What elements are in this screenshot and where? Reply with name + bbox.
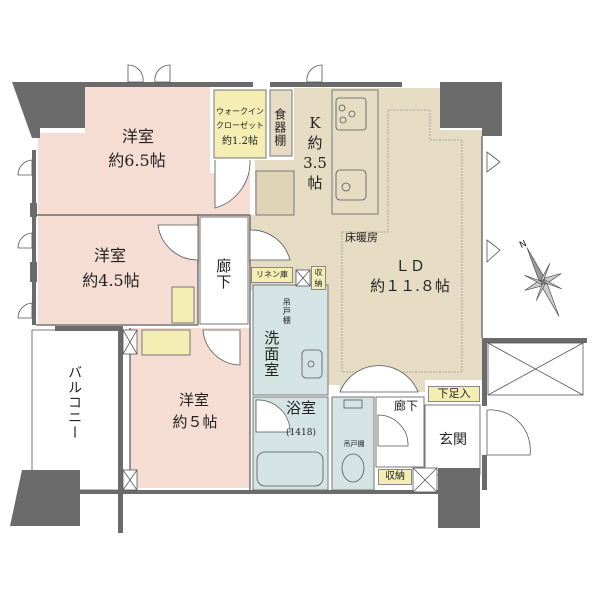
linen-closet-tag: リネン庫 xyxy=(251,267,293,283)
entrance-area xyxy=(424,404,481,476)
washroom-label: 洗面室 xyxy=(262,330,281,378)
balcony-label: バルコニー xyxy=(66,365,83,440)
kitchen-size-2: 3.5 xyxy=(303,154,327,172)
dish-cabinet-label: 食器棚 xyxy=(272,108,287,147)
washbasin xyxy=(301,349,323,379)
kitchen-counter-storage xyxy=(255,170,295,216)
kitchen-size-1: 約 xyxy=(307,134,323,152)
compass-icon xyxy=(524,247,562,317)
bedroom2-name: 洋室 xyxy=(93,246,126,265)
stove xyxy=(335,97,367,131)
wall-top-left-pillar xyxy=(12,82,85,138)
ld-size: 約１１.８帖 xyxy=(370,277,450,295)
storage-boxes xyxy=(122,269,584,493)
partitions xyxy=(36,136,483,490)
bedroom2-size: 約4.5帖 xyxy=(82,271,140,290)
closet-bedroom2 xyxy=(171,286,195,324)
dish-cabinet-area xyxy=(269,89,293,157)
walls xyxy=(10,82,587,533)
hanging-shelf-2-label: 吊戸棚 xyxy=(343,440,365,448)
wall-balcony-divider xyxy=(118,328,123,533)
storage-small-tag: 収納 xyxy=(311,266,326,290)
bathroom-size: (1418) xyxy=(286,428,316,438)
bedroom1-size: 約6.5帖 xyxy=(108,151,166,170)
wall-top-right-pillar xyxy=(440,82,502,136)
closet-bedroom3 xyxy=(141,329,191,356)
hanging-shelf-1-label: 吊戸棚 xyxy=(282,298,292,325)
corridor-upper-label: 廊下 xyxy=(214,258,233,290)
wall-bottom xyxy=(80,490,440,494)
bathtub xyxy=(256,451,324,487)
kitchen-size-3: 帖 xyxy=(307,174,323,192)
bedroom3-name: 洋室 xyxy=(178,391,209,409)
entrance-label: 玄関 xyxy=(439,432,467,448)
bedroom3-size: 約５帖 xyxy=(172,413,218,431)
toilet xyxy=(341,453,365,483)
balcony-area xyxy=(31,329,121,491)
wall-bottom-right-pillar xyxy=(438,468,480,528)
corridor-upper-area xyxy=(199,216,249,325)
walk-in-closet-line1: ウォークイン xyxy=(216,107,264,116)
kitchen-name: K xyxy=(309,114,321,132)
wall-left xyxy=(32,150,36,325)
walk-in-closet-line2: クローゼット xyxy=(216,121,264,130)
storage-lower-tag: 収納 xyxy=(378,469,412,485)
walk-in-closet-size: 約1.2帖 xyxy=(222,136,258,147)
bedroom1-name: 洋室 xyxy=(121,127,154,146)
walk-in-closet-area xyxy=(213,89,267,159)
wall-bottom-left-pillar xyxy=(10,470,80,526)
door-swings xyxy=(17,64,531,456)
kitchen-fixtures xyxy=(335,97,367,201)
wall-right-entrance xyxy=(482,338,487,406)
wall-top xyxy=(85,82,253,87)
corridor-lower-label: 廊下 xyxy=(393,399,418,413)
shoe-closet-tag: 下足入 xyxy=(428,386,480,402)
sink xyxy=(335,169,367,201)
bath-fixtures xyxy=(256,349,365,487)
floor-heating-label: 床暖房 xyxy=(345,231,378,244)
bathroom-name: 浴室 xyxy=(285,399,316,417)
ld-name: ＬＤ xyxy=(394,257,425,275)
